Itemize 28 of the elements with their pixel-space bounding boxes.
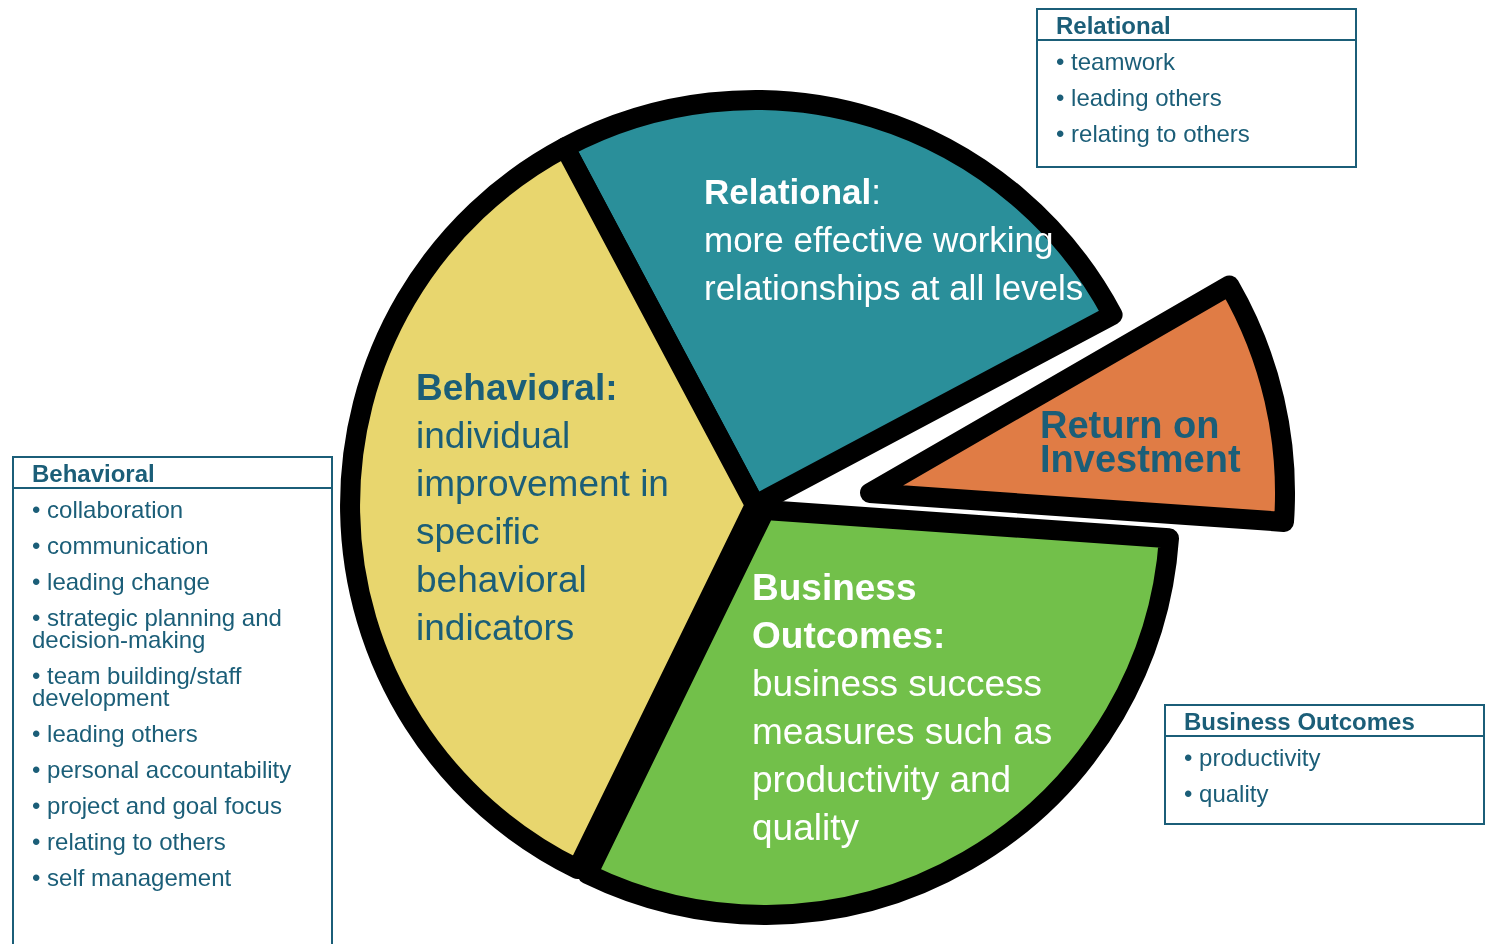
slice-text: more effective working relationships at all levels <box>704 219 1084 309</box>
slice-text: business success measures such as productivity and quality <box>752 662 1054 850</box>
box-heading: Relational <box>1038 10 1355 41</box>
list-item: • team building/staff development <box>31 665 243 709</box>
list-item: • self management <box>31 867 233 889</box>
box-heading: Business Outcomes <box>1166 706 1483 737</box>
list-item: • leading others <box>31 723 199 745</box>
list-item: • productivity <box>1183 747 1322 769</box>
list-item: • teamwork <box>1055 51 1177 73</box>
list-item: • strategic planning and decision-making <box>31 607 283 651</box>
list-item: • project and goal focus <box>31 795 283 817</box>
slice-heading: Return on Investment <box>1040 408 1242 476</box>
list-item: • quality <box>1183 783 1270 805</box>
slice-text: individual improvement in specific behavioral indicators <box>416 414 670 650</box>
list-item: • leading change <box>31 571 211 593</box>
list-item: • relating to others <box>31 831 227 853</box>
list-item: • personal accountability <box>31 759 293 781</box>
list-box <box>1164 704 1485 825</box>
list-box <box>1036 8 1357 168</box>
box-heading: Behavioral <box>14 458 331 489</box>
list-item: • relating to others <box>1055 123 1251 145</box>
slice-heading: Behavioral: <box>416 366 619 410</box>
slice-heading: Business Outcomes: <box>752 566 947 658</box>
list-item: • collaboration <box>31 499 185 521</box>
list-item: • communication <box>31 535 210 557</box>
list-box <box>12 456 333 944</box>
list-item: • leading others <box>1055 87 1223 109</box>
slice-heading: Relational: <box>704 171 882 213</box>
